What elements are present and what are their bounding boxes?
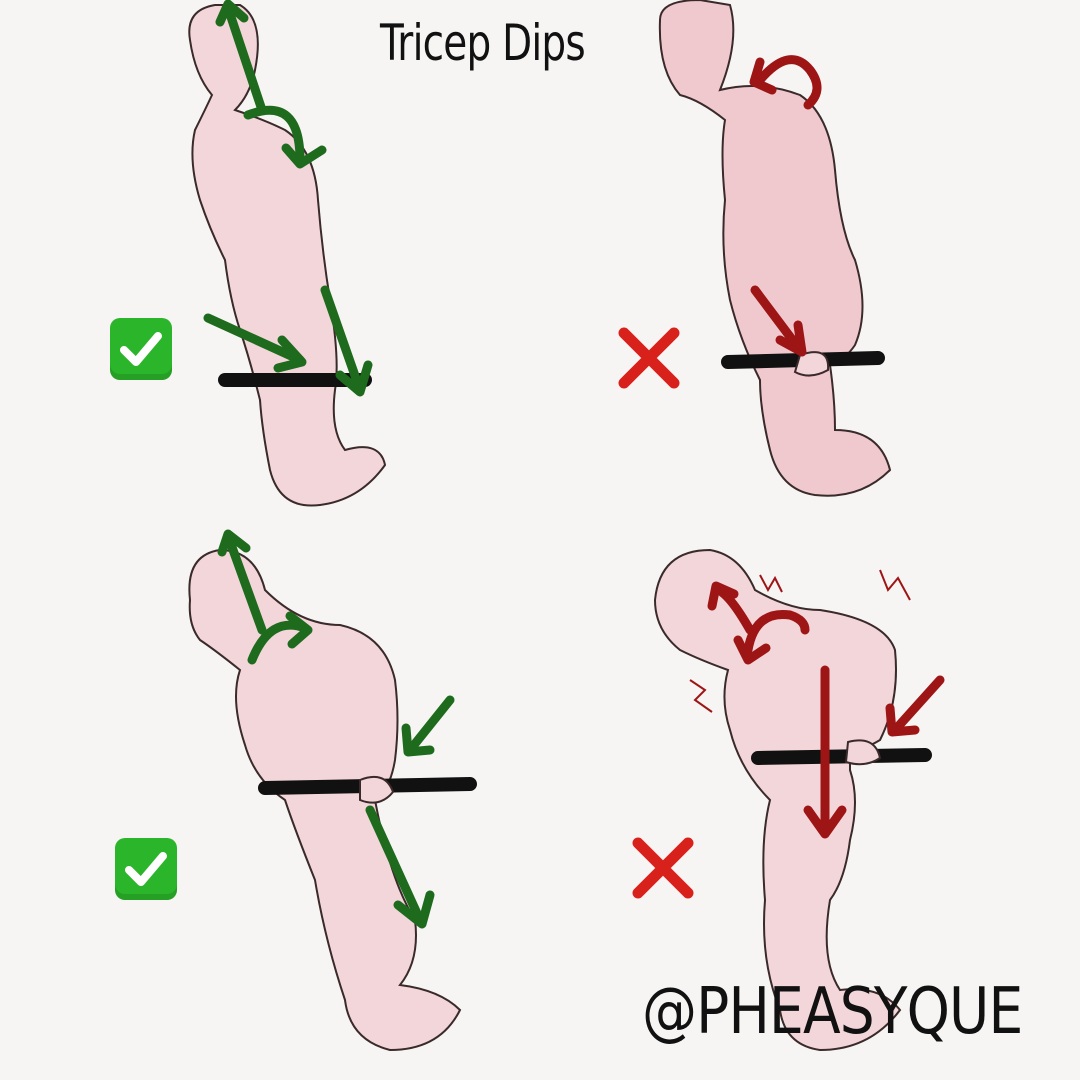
figure-top-right <box>658 0 892 497</box>
check-mark-icon <box>115 838 177 900</box>
check-mark-icon <box>110 318 172 380</box>
figure-bottom-left <box>188 529 477 1052</box>
figure-bottom-right <box>653 548 945 1052</box>
watermark-handle: @PHEASYQUE <box>642 975 1023 1049</box>
cross-mark-icon <box>630 835 696 905</box>
page-title: Tricep Dips <box>380 14 586 72</box>
cross-mark-icon <box>616 325 682 395</box>
figure-top-left <box>188 0 387 507</box>
